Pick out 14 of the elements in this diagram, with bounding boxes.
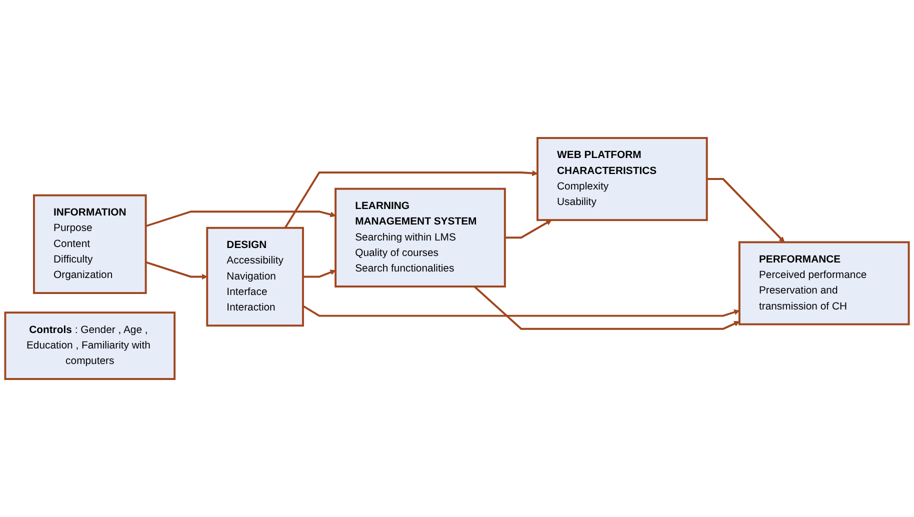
arrow xyxy=(284,170,538,228)
node-box: WEB PLATFORM CHARACTERISTICS Complexity Usability xyxy=(536,137,708,222)
arrow xyxy=(474,286,740,330)
node-box: Controls : Gender , Age , Education , Familiarity with computers xyxy=(4,312,176,380)
arrow xyxy=(302,305,740,317)
arrow xyxy=(706,178,785,242)
arrow xyxy=(504,220,552,239)
arrow xyxy=(146,261,208,280)
arrow xyxy=(146,210,336,228)
arrow xyxy=(303,270,336,278)
node-box: LEARNING MANAGEMENT SYSTEM Searching within LMS Quality of courses Search functionalities xyxy=(334,188,506,288)
node-box: DESIGN Accessibility Navigation Interface Interaction xyxy=(206,226,304,327)
node-box: PERFORMANCE Perceived performance Preservation and transmission of CH xyxy=(738,241,910,326)
node-box: INFORMATION Purpose Content Difficulty Organization xyxy=(33,194,147,294)
